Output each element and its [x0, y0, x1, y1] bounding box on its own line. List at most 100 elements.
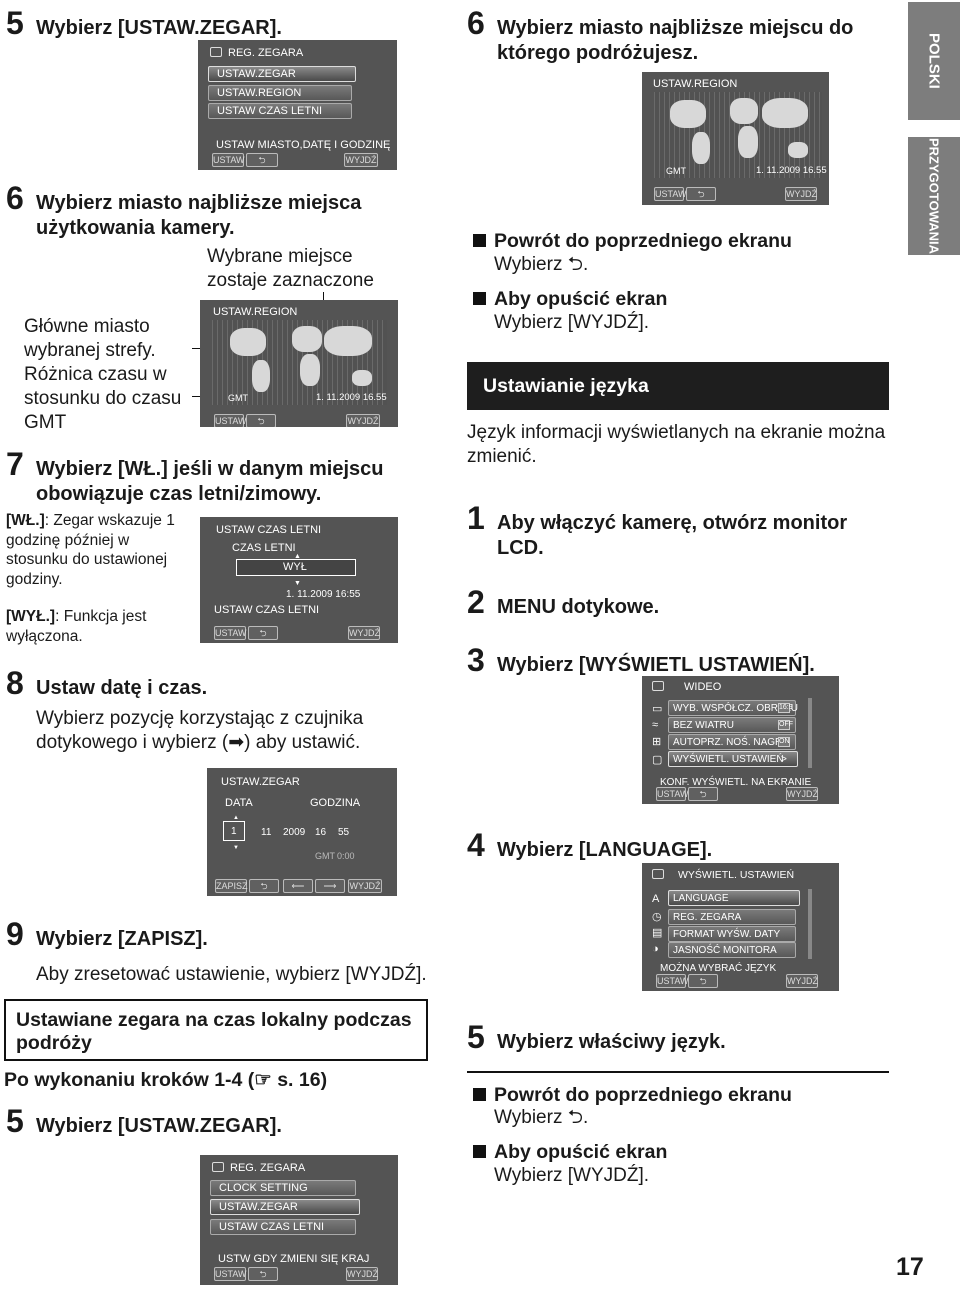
continent-shape: [730, 98, 758, 124]
screen-video-menu: WIDEO ▭ WYB. WSPÓŁCZ. OBRAZU 16:9 ≈ BEZ …: [642, 676, 839, 804]
scrollbar[interactable]: [808, 889, 812, 959]
step-number: 4: [467, 827, 485, 863]
exit-button[interactable]: WYJDŹ: [785, 187, 817, 201]
back-icon[interactable]: ⮌: [246, 153, 278, 167]
step-text: Wybierz miasto najbliższe miejsca użytko…: [36, 192, 362, 239]
datetime-readout: 1. 11.2009 16:55: [286, 589, 361, 600]
screen-dst: USTAW CZAS LETNI CZAS LETNI ▲ WYŁ ▼ 1. 1…: [200, 517, 398, 643]
set-button[interactable]: USTAW: [656, 974, 689, 988]
exit-instruction: Wybierz [WYJDŹ].: [494, 312, 649, 333]
back-icon[interactable]: ⮌: [688, 787, 718, 801]
step-number: 5: [467, 1019, 485, 1055]
set-button[interactable]: USTAW: [212, 153, 245, 167]
step-8-body: Wybierz pozycję korzystając z czujnika d…: [36, 708, 364, 753]
world-map[interactable]: [212, 320, 387, 405]
back-icon[interactable]: ⮌: [248, 1267, 278, 1281]
exit-button[interactable]: WYJDŹ: [786, 974, 818, 988]
back-icon[interactable]: ⮌: [246, 414, 276, 427]
set-button[interactable]: USTAW: [214, 1267, 247, 1281]
arrow-up-icon[interactable]: ▲: [233, 815, 239, 821]
step-number: 3: [467, 642, 485, 678]
screen-display-settings: WYŚWIETL. USTAWIEŃ A LANGUAGE ◷ REG. ZEG…: [642, 863, 839, 991]
set-button[interactable]: USTAW: [656, 787, 689, 801]
menu-item-set-region[interactable]: USTAW.REGION: [208, 85, 352, 101]
step-text: Ustaw datę i czas.: [36, 677, 208, 699]
menu-item-aspect-ratio[interactable]: WYB. WSPÓŁCZ. OBRAZU: [668, 700, 798, 716]
continent-shape: [670, 100, 706, 128]
back-icon[interactable]: ⮌: [249, 879, 279, 893]
brightness-icon: ◑: [652, 943, 659, 955]
world-map[interactable]: [654, 92, 822, 178]
back-icon[interactable]: ⮌: [686, 187, 716, 201]
continent-shape: [324, 326, 372, 356]
continent-shape: [352, 370, 372, 386]
exit-button[interactable]: WYJDŹ: [344, 153, 378, 167]
field-year[interactable]: 2009: [283, 827, 306, 838]
field-hour[interactable]: 16: [315, 827, 327, 838]
display-icon: ▢: [652, 754, 663, 766]
dst-on-note: [WŁ.]: Zegar wskazuje 1 godzinę później …: [6, 512, 175, 588]
date-format-icon: ▤: [652, 927, 663, 939]
aspect-icon: ▭: [652, 703, 663, 715]
exit-button[interactable]: WYJDŹ: [346, 414, 380, 427]
step-8-set-date-time: 8 Ustaw datę i czas.: [6, 665, 208, 701]
continent-shape: [762, 98, 808, 128]
continent-shape: [292, 326, 322, 352]
back-icon[interactable]: ⮌: [248, 626, 278, 640]
screen-header: WYŚWIETL. USTAWIEŃ: [652, 869, 794, 882]
arrow-down-icon[interactable]: ▼: [233, 845, 239, 851]
step-text: Wybierz [USTAW.ZEGAR].: [36, 17, 282, 39]
menu-item-date-format[interactable]: FORMAT WYŚW. DATY: [668, 926, 796, 942]
callout-main-city: Główne miasto wybranej strefy.: [24, 316, 156, 361]
arrow-right-icon[interactable]: ⟶: [315, 879, 345, 893]
menu-item-clock-setting[interactable]: CLOCK SETTING: [210, 1180, 356, 1196]
set-button[interactable]: USTAW: [214, 626, 247, 640]
menu-item-wind-cut[interactable]: BEZ WIATRU: [668, 717, 796, 733]
callout-gmt-difference: Różnica czasu w stosunku do czasu GMT: [24, 364, 182, 433]
exit-button[interactable]: WYJDŹ: [346, 1267, 378, 1281]
save-button[interactable]: ZAPISZ: [215, 879, 248, 893]
field-minute[interactable]: 55: [338, 827, 350, 838]
screen-region-map: USTAW.REGION GMT 1. 11.2009 16.55 USTAW …: [200, 300, 398, 427]
after-steps-note: Po wykonaniu kroków 1-4 (☞ s. 16): [4, 1069, 328, 1091]
menu-item-dst[interactable]: USTAW CZAS LETNI: [208, 103, 352, 119]
set-button[interactable]: USTAW: [214, 414, 247, 427]
step-text: Wybierz [LANGUAGE].: [497, 839, 713, 861]
dst-value-box[interactable]: WYŁ: [236, 559, 356, 576]
step-number: 5: [6, 5, 24, 41]
back-icon[interactable]: ⮌: [688, 974, 718, 988]
dst-off-note: [WYŁ.]: Funkcja jest wyłączona.: [6, 608, 147, 645]
step-6-select-city: 6 Wybierz miasto najbliższe miejsca użyt…: [6, 180, 426, 241]
menu-item-set-clock[interactable]: USTAW.ZEGAR: [208, 66, 356, 82]
step-number: 7: [6, 446, 24, 482]
screen-footer: USTAW MIASTO,DATĘ I GODZINĘ: [216, 139, 391, 151]
menu-item-set-clock[interactable]: USTAW.ZEGAR: [210, 1199, 360, 1215]
step-text: Wybierz [WŁ.] jeśli w danym miejscu obow…: [36, 458, 384, 505]
back-instruction: Wybierz ⮌.: [494, 1107, 589, 1128]
arrow-left-icon[interactable]: ⟵: [283, 879, 313, 893]
menu-item-dst[interactable]: USTAW CZAS LETNI: [210, 1219, 356, 1235]
menu-item-language[interactable]: LANGUAGE: [668, 890, 800, 906]
screen-header: USTAW.REGION: [213, 306, 298, 318]
step-number: 8: [6, 665, 24, 701]
set-button[interactable]: USTAW: [654, 187, 687, 201]
menu-item-brightness[interactable]: JASNOŚĆ MONITORA: [668, 942, 796, 958]
screen-set-clock: USTAW.ZEGAR DATA GODZINA ▲ 1 ▼ 11 2009 1…: [207, 768, 397, 896]
menu-item-auto-media[interactable]: AUTOPRZ. NOŚ. NAGR.: [668, 734, 796, 750]
arrow-up-icon[interactable]: ▲: [294, 553, 301, 560]
step-number: 6: [6, 180, 24, 216]
step-text: Aby włączyć kamerę, otwórz monitor LCD.: [497, 512, 848, 559]
exit-button[interactable]: WYJDŹ: [348, 879, 382, 893]
step-7-dst: 7 Wybierz [WŁ.] jeśli w danym miejscu ob…: [6, 446, 426, 507]
scrollbar[interactable]: [808, 698, 812, 768]
field-day[interactable]: 1: [223, 821, 245, 841]
field-month[interactable]: 11: [261, 827, 272, 838]
menu-item-clock-adjust[interactable]: REG. ZEGARA: [668, 909, 796, 925]
exit-button[interactable]: WYJDŹ: [786, 787, 818, 801]
step-text: Wybierz [ZAPISZ].: [36, 928, 208, 950]
menu-item-display-settings[interactable]: WYŚWIETL. USTAWIEŃ>: [668, 751, 798, 767]
datetime-readout: 1. 11.2009 16.55: [756, 165, 827, 176]
arrow-down-icon[interactable]: ▼: [294, 580, 301, 587]
exit-button[interactable]: WYJDŹ: [348, 626, 380, 640]
screen-footer: MOŻNA WYBRAĆ JĘZYK: [660, 963, 777, 974]
